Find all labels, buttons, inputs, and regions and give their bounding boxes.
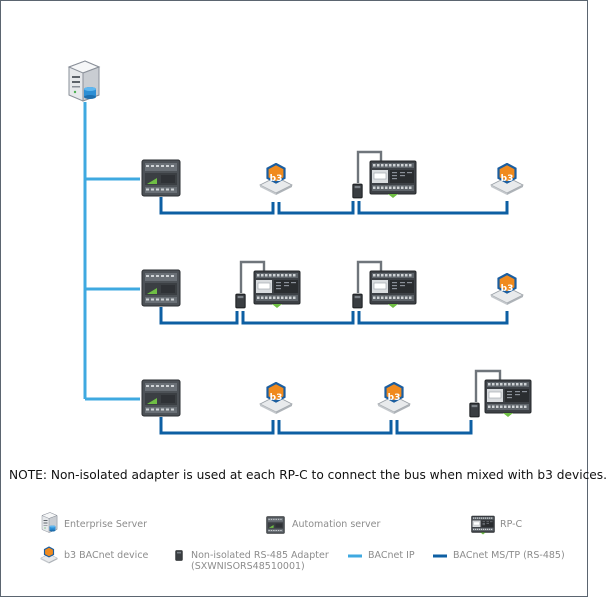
rp-c-controller-icon [253, 270, 301, 309]
mstp-bus-row1-seg1 [159, 197, 275, 215]
b3-device: b3 [259, 163, 293, 195]
rp-c-controller-icon [369, 160, 417, 199]
legend-label: b3 BACnet device [64, 550, 149, 561]
b3-badge-text: b3 [270, 393, 283, 403]
legend-adapter-line1: Non-isolated RS-485 Adapter [191, 550, 329, 561]
automation-server-icon [266, 516, 285, 534]
rs485-adapter-icon [352, 293, 363, 309]
bacnet-mstp-line-swatch [433, 554, 447, 558]
legend-rs485-adapter: Non-isolated RS-485 Adapter (SXWNISORS48… [175, 550, 329, 572]
legend-label: Automation server [292, 519, 381, 530]
legend-label: BACnet MS/TP (RS-485) [453, 550, 565, 561]
mstp-bus-row3-seg2 [277, 420, 393, 435]
enterprise-server-icon [68, 60, 100, 102]
b3-device: b3 [490, 163, 524, 195]
automation-server-icon [141, 269, 181, 307]
rs485-adapter-icon [175, 550, 183, 561]
rp-c-controller-icon [471, 515, 495, 535]
mstp-bus-row2-seg2 [241, 311, 355, 325]
mstp-bus-row1-seg3 [357, 201, 509, 215]
legend-automation-server: Automation server [266, 516, 380, 534]
legend-rp-c: RP-C [471, 515, 522, 535]
diagram-note: NOTE: Non-isolated adapter is used at ea… [9, 468, 607, 482]
mstp-bus-row3-seg3 [395, 420, 473, 435]
rp-c-controller-icon [369, 270, 417, 309]
b3-device-icon [40, 546, 58, 564]
bacnet-mstp-network [159, 197, 509, 435]
legend-bacnet-mstp: BACnet MS/TP (RS-485) [433, 550, 565, 561]
adapter-cables [239, 150, 502, 402]
b3-device: b3 [259, 382, 293, 414]
legend-bacnet-ip: BACnet IP [348, 550, 415, 561]
diagram-canvas: b3 b3 b3 b3 b3 [68, 60, 532, 435]
b3-badge-text: b3 [501, 174, 514, 184]
automation-server-icon [141, 379, 181, 417]
b3-device: b3 [377, 382, 411, 414]
legend-enterprise-server: Enterprise Server [39, 511, 147, 535]
mstp-bus-row2-seg1 [159, 307, 239, 325]
legend-label: Non-isolated RS-485 Adapter (SXWNISORS48… [191, 550, 329, 572]
rs485-adapter-icon [352, 183, 363, 199]
legend-label: RP-C [500, 519, 523, 530]
legend-adapter-line2: (SXWNISORS48510001) [191, 561, 305, 572]
b3-badge-text: b3 [270, 174, 283, 184]
rs485-adapter-icon [235, 293, 246, 309]
automation-server-icon [141, 159, 181, 197]
legend-label: Enterprise Server [64, 519, 148, 530]
b3-device: b3 [490, 273, 524, 305]
enterprise-server-icon [39, 511, 59, 535]
legend-b3-device: b3 BACnet device [40, 546, 148, 564]
rp-c-controller-icon [484, 379, 532, 418]
b3-badge-text: b3 [501, 284, 514, 294]
bacnet-ip-network [83, 102, 140, 401]
legend-label: BACnet IP [368, 550, 415, 561]
rs485-adapter-icon [469, 402, 480, 418]
mstp-bus-row3-seg1 [159, 417, 275, 435]
mstp-bus-row1-seg2 [277, 201, 355, 215]
mstp-bus-row2-seg3 [357, 311, 509, 325]
bacnet-ip-line-swatch [348, 554, 362, 558]
b3-badge-text: b3 [388, 393, 401, 403]
